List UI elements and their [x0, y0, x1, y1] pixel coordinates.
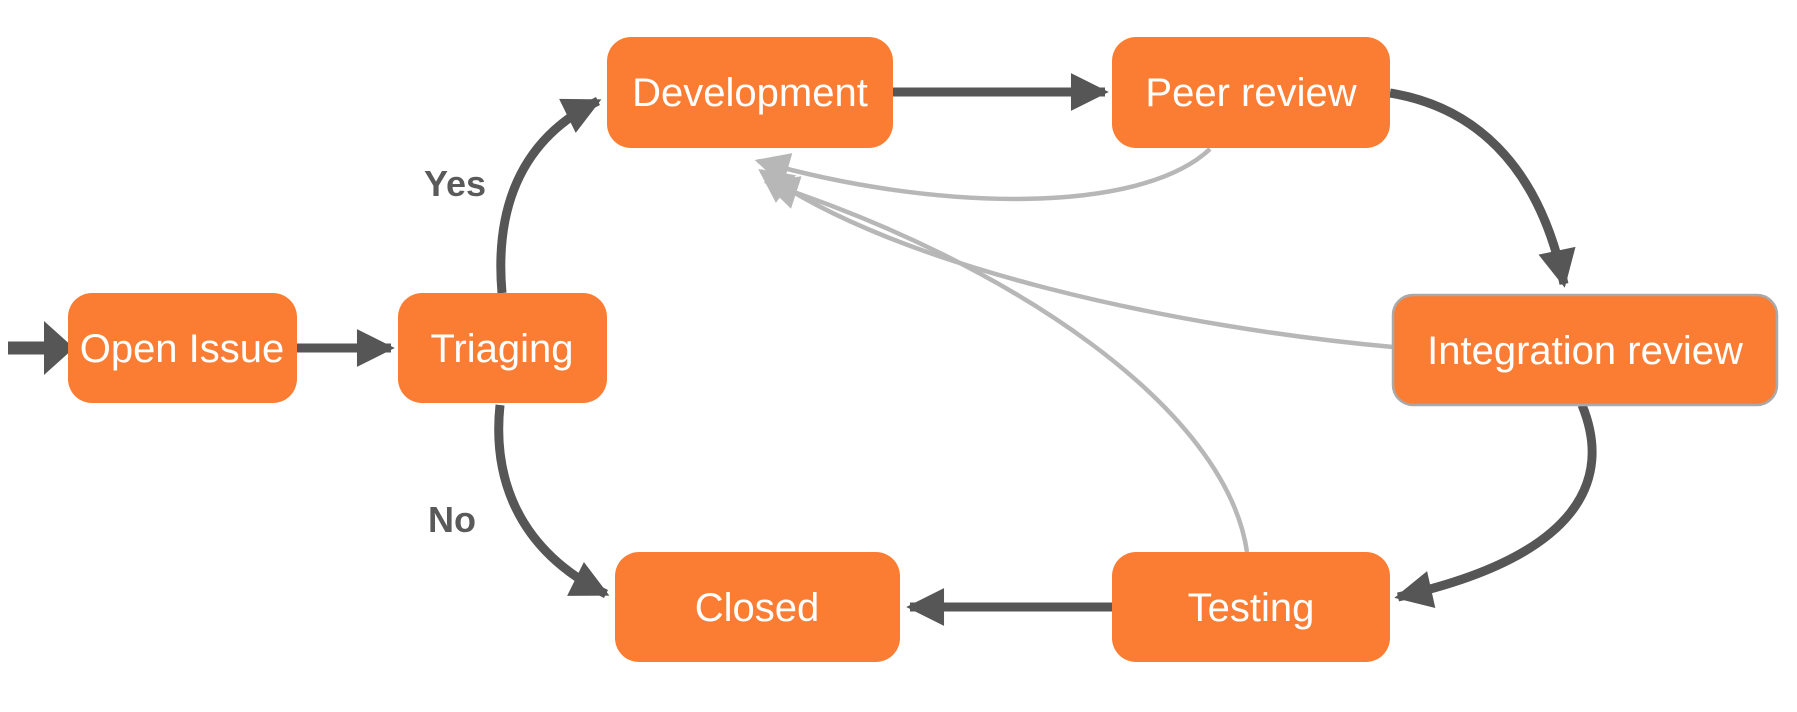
edge-integration-review-to-development [758, 168, 1394, 350]
node-box-testing [1112, 552, 1390, 662]
edge-integration-review-to-testing [1394, 403, 1597, 609]
node-label-testing: Testing [1188, 586, 1315, 630]
edge-label-no: No [428, 499, 476, 540]
node-closed: Closed [615, 552, 900, 662]
node-triaging: Triaging [398, 293, 607, 403]
edge-triaging-to-closed [494, 404, 610, 599]
edge-peer-review-to-development [754, 147, 1212, 202]
edge-label-yes: Yes [424, 163, 486, 204]
node-border-integration-review [1391, 293, 1779, 407]
edge-testing-to-development [763, 176, 1250, 553]
node-testing: Testing [1112, 552, 1390, 662]
start-arrowhead-icon [44, 321, 74, 375]
node-label-development: Development [632, 71, 868, 115]
node-label-open-issue: Open Issue [80, 327, 285, 371]
edge-peer-review-to-integration-review [1389, 88, 1576, 288]
node-box-open-issue [68, 293, 297, 403]
node-label-peer-review: Peer review [1145, 71, 1356, 115]
edge-triaging-to-development [496, 96, 602, 294]
node-label-closed: Closed [695, 586, 820, 630]
node-box-peer-review [1112, 37, 1390, 148]
node-box-development [607, 37, 893, 148]
node-integration-review: Integration review [1391, 293, 1779, 407]
node-box-triaging [398, 293, 607, 403]
node-open-issue: Open Issue [68, 293, 297, 403]
node-development: Development [607, 37, 893, 148]
node-box-closed [615, 552, 900, 662]
node-box-integration-review [1393, 295, 1777, 405]
node-peer-review: Peer review [1112, 37, 1390, 148]
node-label-integration-review: Integration review [1427, 329, 1743, 373]
node-label-triaging: Triaging [430, 327, 573, 371]
